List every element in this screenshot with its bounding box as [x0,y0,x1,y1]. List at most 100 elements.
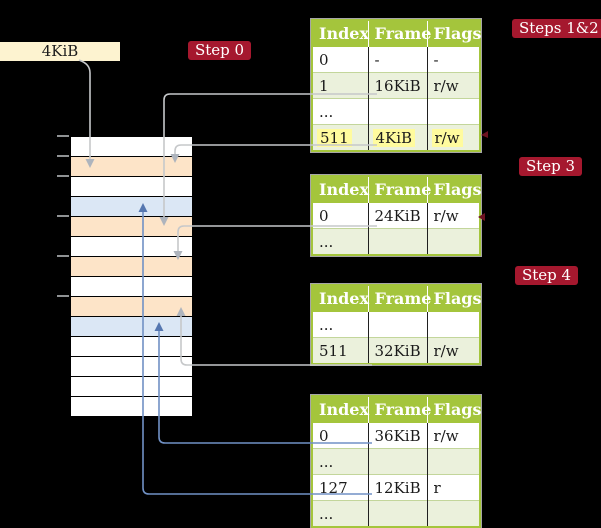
pt-cell [426,500,479,526]
pt-cell [367,98,427,125]
pt-cell: r/w [426,72,479,99]
pt-cell: 12KiB [367,474,427,501]
pt-cell: 0 [313,423,368,449]
pt-header-cell: Flags [426,286,482,312]
memory-row-white [71,397,192,416]
pt-cell: 511 [313,124,368,150]
pt-cell [367,500,427,526]
memory-row-white [71,177,192,197]
pt-cell: r/w [426,337,479,363]
pt-cell: 24KiB [367,203,427,229]
pt-cell: - [367,47,427,73]
pt-cell: ... [313,228,368,254]
memory-row-blue [71,197,192,217]
pt-cell [426,312,479,338]
pt-header-cell: Index [313,286,369,312]
highlighted-value: 511 [317,128,352,147]
pt-header-cell: Flags [426,21,482,47]
pt-header-cell: Index [313,397,369,423]
pt-cell: 16KiB [367,72,427,99]
pt-header-cell: Flags [426,177,482,203]
pt-cell: r/w [426,203,479,229]
badge-step-0: Step 0 [188,41,252,60]
memory-row-white [71,377,192,397]
tick-mark [57,295,69,297]
memory-row-orange [71,217,192,237]
pt-cell: 0 [313,203,368,229]
pt-header-cell: Index [313,177,369,203]
memory-row-white [71,277,192,297]
pt-cell: ... [313,448,368,475]
pt-row: 511 4KiB r/w [313,124,479,150]
badge-step-3: Step 3 [519,157,583,176]
memory-row-white [71,337,192,357]
pt-header-cell: Frame [367,286,431,312]
pt-row: ... [313,500,479,526]
pt-cell: 1 [313,72,368,99]
badge-steps-1-2: Steps 1&2 [512,19,601,38]
pt-cell: 36KiB [367,423,427,449]
pt-cell: - [426,47,479,73]
pt-cell: r/w [426,423,479,449]
memory-row-orange [71,257,192,277]
pt-cell [367,312,427,338]
page-size-label: 4KiB [0,42,120,61]
pt-cell: r/w [426,124,479,150]
memory-row-blue [71,317,192,337]
pt-row: ... [313,312,479,338]
highlighted-value: 4KiB [372,128,416,147]
pt-row: ... [313,228,479,254]
badge-step-4: Step 4 [515,266,579,285]
tick-mark [57,135,69,137]
pt-cell [426,98,479,125]
memory-row-white [71,137,192,157]
pt-cell [426,448,479,475]
pt-cell [367,228,427,254]
memory-column [70,136,193,417]
tick-mark [57,175,69,177]
pt-cell: 32KiB [367,337,427,363]
pt-row: 0-- [313,47,479,73]
memory-row-white [71,357,192,377]
tick-mark [57,255,69,257]
memory-row-orange [71,157,192,177]
pt-cell: 0 [313,47,368,73]
pt-row: ... [313,448,479,475]
pt-cell: ... [313,312,368,338]
tick-mark [57,215,69,217]
pt-header-cell: Frame [367,397,431,423]
pt-cell: 511 [313,337,368,363]
pt-header-cell: Flags [426,397,482,423]
memory-row-orange [71,297,192,317]
pt-cell [426,228,479,254]
memory-row-white [71,237,192,257]
pt-header-cell: Frame [367,177,431,203]
tick-mark [57,155,69,157]
pt-cell [367,448,427,475]
pt-cell: ... [313,98,368,125]
highlighted-value: r/w [431,128,463,147]
pt-header-cell: Frame [367,21,431,47]
pt-header-cell: Index [313,21,369,47]
pt-cell: 127 [313,474,368,501]
pt-row: ... [313,98,479,125]
pt-cell: ... [313,500,368,526]
stub-pt1-row511-icon [481,131,488,138]
